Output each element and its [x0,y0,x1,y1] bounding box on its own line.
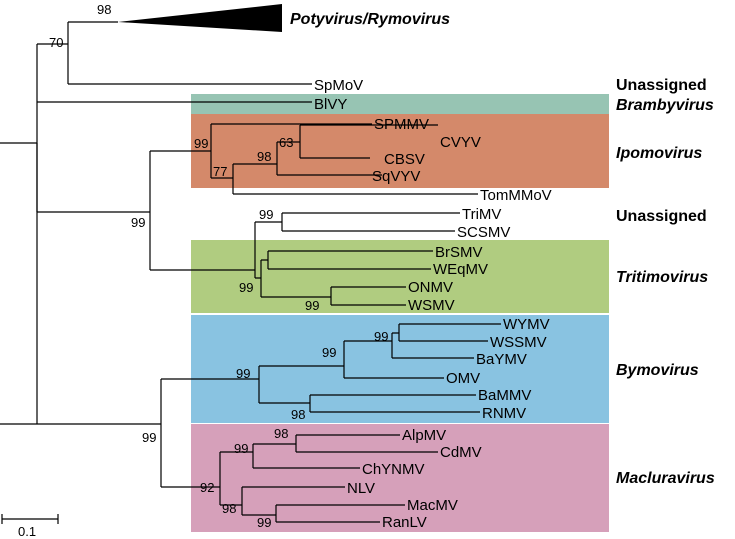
bootstrap-value: 99 [305,298,319,313]
taxon-label: WEqMV [433,261,488,278]
bootstrap-value: 99 [257,515,271,530]
taxon-label: SPMMV [374,116,429,133]
bootstrap-labels: 98 70 99 63 98 77 99 99 99 99 99 99 98 9… [49,2,388,530]
taxon-label: WYMV [503,316,550,333]
bootstrap-value: 98 [274,426,288,441]
brambyvirus-box [191,94,609,114]
taxon-label: WSSMV [490,334,547,351]
bootstrap-value: 98 [291,407,305,422]
group-labels: Unassigned Brambyvirus Ipomovirus Unassi… [616,77,715,487]
taxon-label: BaMMV [478,387,531,404]
scale-bar-label: 0.1 [18,524,36,539]
group-label-brambyvirus: Brambyvirus [616,97,714,114]
bootstrap-value: 70 [49,35,63,50]
taxon-label: SqVYV [372,168,420,185]
group-label-unassigned: Unassigned [616,208,707,225]
taxon-labels: SpMoV BlVY SPMMV CVYV CBSV SqVYV TomMMoV… [314,77,552,531]
taxon-label: BaYMV [476,351,527,368]
bymovirus-box [191,315,609,423]
tree-branches [0,21,501,523]
taxon-label: MacMV [407,497,458,514]
taxon-label: NLV [347,480,375,497]
taxon-label: BrSMV [435,244,483,261]
ipomovirus-box [191,114,609,188]
taxon-label: RNMV [482,405,526,422]
taxon-label: CBSV [384,151,425,168]
bootstrap-value: 99 [239,280,253,295]
taxon-label: TriMV [462,206,501,223]
bootstrap-value: 99 [194,136,208,151]
bootstrap-value: 99 [374,329,388,344]
bootstrap-value: 98 [257,149,271,164]
macluravirus-box [191,424,609,532]
taxon-label: CVYV [440,134,481,151]
taxon-label: TomMMoV [480,187,552,204]
taxon-label: SpMoV [314,77,363,94]
bootstrap-value: 98 [222,501,236,516]
bootstrap-value: 99 [322,345,336,360]
group-label-tritimovirus: Tritimovirus [616,269,708,286]
bootstrap-value: 98 [97,2,111,17]
collapsed-clade-triangle [118,4,282,32]
scale-bar: 0.1 [1,514,59,539]
bootstrap-value: 92 [200,480,214,495]
bootstrap-value: 77 [213,164,227,179]
bootstrap-value: 99 [234,441,248,456]
taxon-label: OMV [446,370,480,387]
group-label-unassigned: Unassigned [616,77,707,94]
taxon-label: AlpMV [402,427,446,444]
bootstrap-value: 99 [142,430,156,445]
taxon-label: RanLV [382,514,427,531]
taxon-label: CdMV [440,444,482,461]
bootstrap-value: 99 [131,215,145,230]
taxon-label: WSMV [408,297,455,314]
group-label-macluravirus: Macluravirus [616,470,715,487]
group-label-bymovirus: Bymovirus [616,362,699,379]
collapsed-clade-label: Potyvirus/Rymovirus [290,11,450,28]
bootstrap-value: 63 [279,135,293,150]
bootstrap-value: 99 [236,366,250,381]
group-label-ipomovirus: Ipomovirus [616,145,702,162]
taxon-label: BlVY [314,96,347,113]
taxon-label: ONMV [408,279,453,296]
taxon-label: SCSMV [457,224,510,241]
bootstrap-value: 99 [259,207,273,222]
taxon-label: ChYNMV [362,461,425,478]
